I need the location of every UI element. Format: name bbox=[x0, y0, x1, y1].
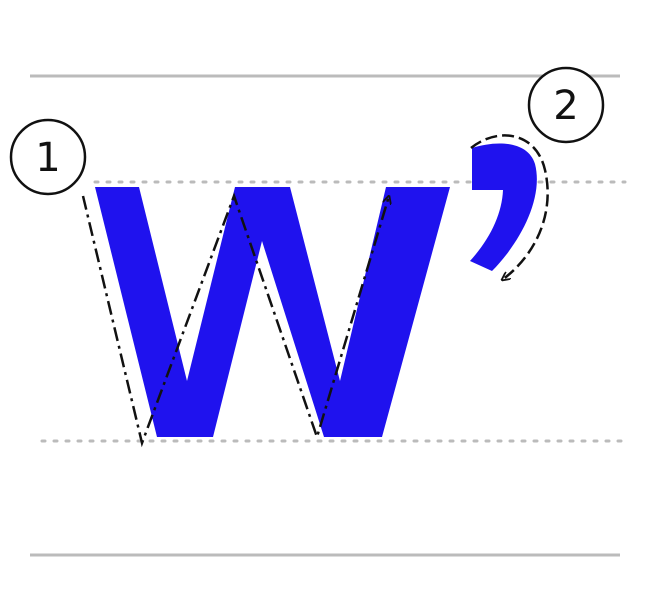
stroke-2-path bbox=[470, 134, 549, 280]
step-2-number: 2 bbox=[553, 83, 578, 129]
stroke-1-path bbox=[81, 192, 389, 448]
step-1-badge: 1 bbox=[9, 118, 87, 196]
step-1-number: 1 bbox=[35, 135, 60, 181]
letter-w-glyph bbox=[95, 187, 450, 437]
step-2-circle bbox=[527, 66, 605, 144]
apostrophe-glyph bbox=[470, 143, 537, 271]
step-2-badge: 2 bbox=[527, 66, 605, 144]
step-1-circle bbox=[9, 118, 87, 196]
